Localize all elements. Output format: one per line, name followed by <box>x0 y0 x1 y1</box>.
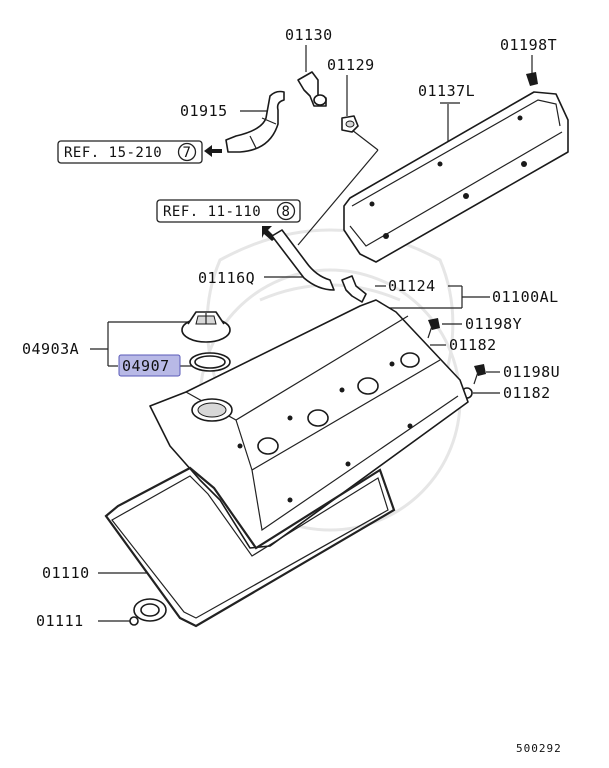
label-01198T[interactable]: 01198T <box>500 36 557 54</box>
label-01124[interactable]: 01124 <box>388 277 436 295</box>
grommet-01111 <box>129 598 167 626</box>
label-01100AL[interactable]: 01100AL <box>492 288 559 306</box>
hose-01915 <box>225 90 285 153</box>
bolt-01198T <box>526 72 538 86</box>
ref1-text: REF. 15-210 <box>64 145 162 161</box>
label-01111[interactable]: 01111 <box>36 612 84 630</box>
cover-01137L <box>343 91 569 263</box>
ref-box-15-210[interactable]: REF. 15-210 7 <box>57 140 203 164</box>
fitting-01130 <box>297 71 327 107</box>
ref2-text: REF. 11-110 <box>163 204 261 220</box>
cover-01100AL <box>149 299 469 549</box>
highlight-04907 <box>118 354 181 377</box>
label-01182-b[interactable]: 01182 <box>503 384 551 402</box>
label-04903A[interactable]: 04903A <box>22 340 79 358</box>
gasket-01110 <box>104 466 396 628</box>
elbow-01124 <box>341 275 367 303</box>
gasket-04907 <box>189 352 231 372</box>
ref-box-11-110[interactable]: REF. 11-110 8 <box>156 199 301 223</box>
label-01116Q[interactable]: 01116Q <box>198 269 255 287</box>
label-01137L[interactable]: 01137L <box>418 82 475 100</box>
ref2-circle-number: 8 <box>282 204 291 220</box>
bolt-01198U <box>473 364 486 385</box>
label-01130[interactable]: 01130 <box>285 26 333 44</box>
label-04907[interactable]: 04907 <box>122 357 170 375</box>
bolt-01198Y <box>427 318 440 339</box>
label-01915[interactable]: 01915 <box>180 102 228 120</box>
oil-cap-04903A <box>181 311 231 343</box>
label-01198Y[interactable]: 01198Y <box>465 315 522 333</box>
label-01110[interactable]: 01110 <box>42 564 90 582</box>
figure-number: 500292 <box>516 742 562 755</box>
label-01198U[interactable]: 01198U <box>503 363 560 381</box>
hose-01116Q <box>271 229 335 291</box>
grommet-01129 <box>341 115 359 133</box>
label-01182-a[interactable]: 01182 <box>449 336 497 354</box>
label-01129[interactable]: 01129 <box>327 56 375 74</box>
arrow-ref1-icon <box>204 145 222 157</box>
ref1-circle-number: 7 <box>183 145 192 161</box>
